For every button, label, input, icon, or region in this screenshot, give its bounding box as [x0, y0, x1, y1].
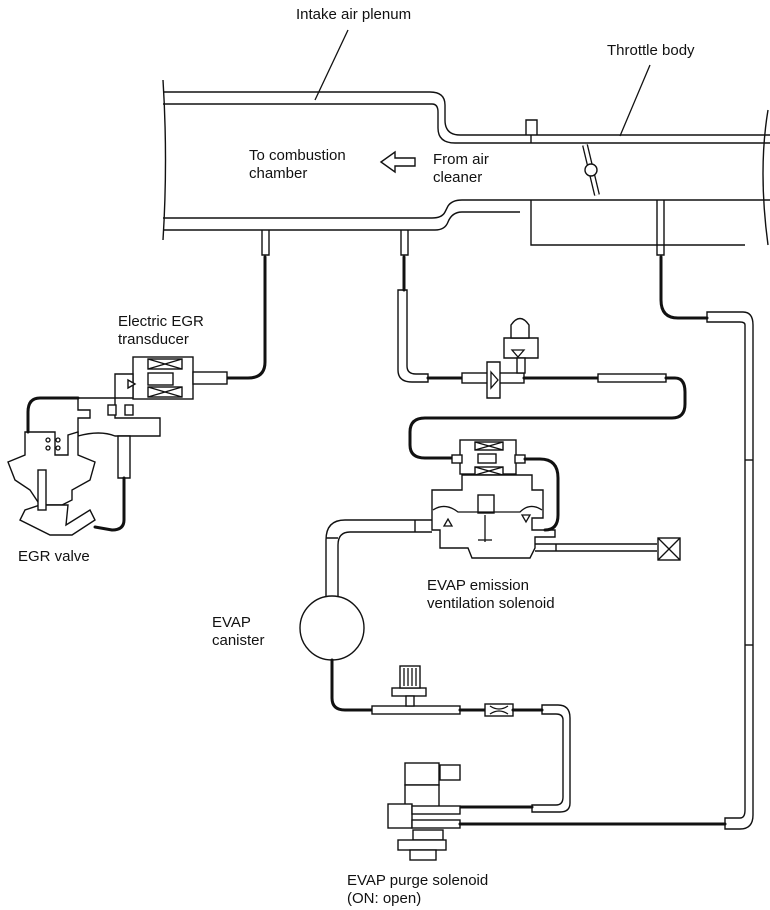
port-throttle [656, 200, 665, 256]
purge-hose-1 [330, 658, 374, 712]
label-from-air-1: From air [433, 151, 489, 168]
vent-connector [597, 373, 667, 383]
label-egr-transducer-2: transducer [118, 331, 189, 348]
evap-canister [299, 595, 365, 661]
label-evap-purge-1: EVAP purge solenoid [347, 872, 489, 889]
label-evap-purge-2: (ON: open) [347, 890, 422, 907]
flow-arrow-icon [379, 150, 416, 174]
label-egr-transducer-1: Electric EGR [118, 313, 204, 330]
plenum-leader-line [314, 29, 349, 101]
right-long-tube [706, 311, 754, 830]
port-vent [400, 230, 409, 256]
egr-valve [7, 431, 96, 536]
label-to-combustion-2: chamber [249, 165, 308, 182]
label-evap-vent-2: ventilation solenoid [427, 595, 555, 612]
purge-orifice [484, 703, 514, 717]
egr-hose-1 [224, 255, 267, 380]
label-intake-air-plenum: Intake air plenum [296, 6, 412, 23]
evap-purge-solenoid [387, 762, 461, 861]
label-throttle-body: Throttle body [607, 42, 695, 59]
vent-hose-4 [408, 376, 687, 460]
egr-hose-2 [26, 396, 80, 434]
vent-hose-5 [523, 457, 560, 532]
vent-filter-icon [657, 537, 681, 561]
label-evap-canister-2: canister [212, 632, 265, 649]
throttle-leader-line [619, 64, 651, 137]
throttle-hose [659, 255, 709, 320]
vent-tube-1 [397, 289, 429, 383]
vent-outlet-tube [535, 543, 657, 552]
label-evap-canister-1: EVAP [212, 614, 251, 631]
label-egr-valve: EGR valve [18, 548, 90, 565]
label-evap-vent-1: EVAP emission [427, 577, 529, 594]
throttle-sensor-port [525, 119, 538, 135]
label-from-air-2: cleaner [433, 169, 483, 186]
port-egr [261, 230, 270, 256]
purge-bend-tube [531, 704, 571, 813]
canister-tube [325, 519, 432, 600]
check-valve [461, 317, 539, 399]
purge-tee [371, 665, 461, 715]
label-to-combustion-1: To combustion [249, 147, 346, 164]
intake-air-plenum [162, 79, 770, 246]
throttle-plate-icon [582, 144, 600, 196]
throttle-lower-box [530, 200, 745, 246]
egr-transducer [77, 356, 228, 479]
egr-hose-3 [93, 476, 126, 532]
evap-vent-solenoid [431, 439, 556, 559]
